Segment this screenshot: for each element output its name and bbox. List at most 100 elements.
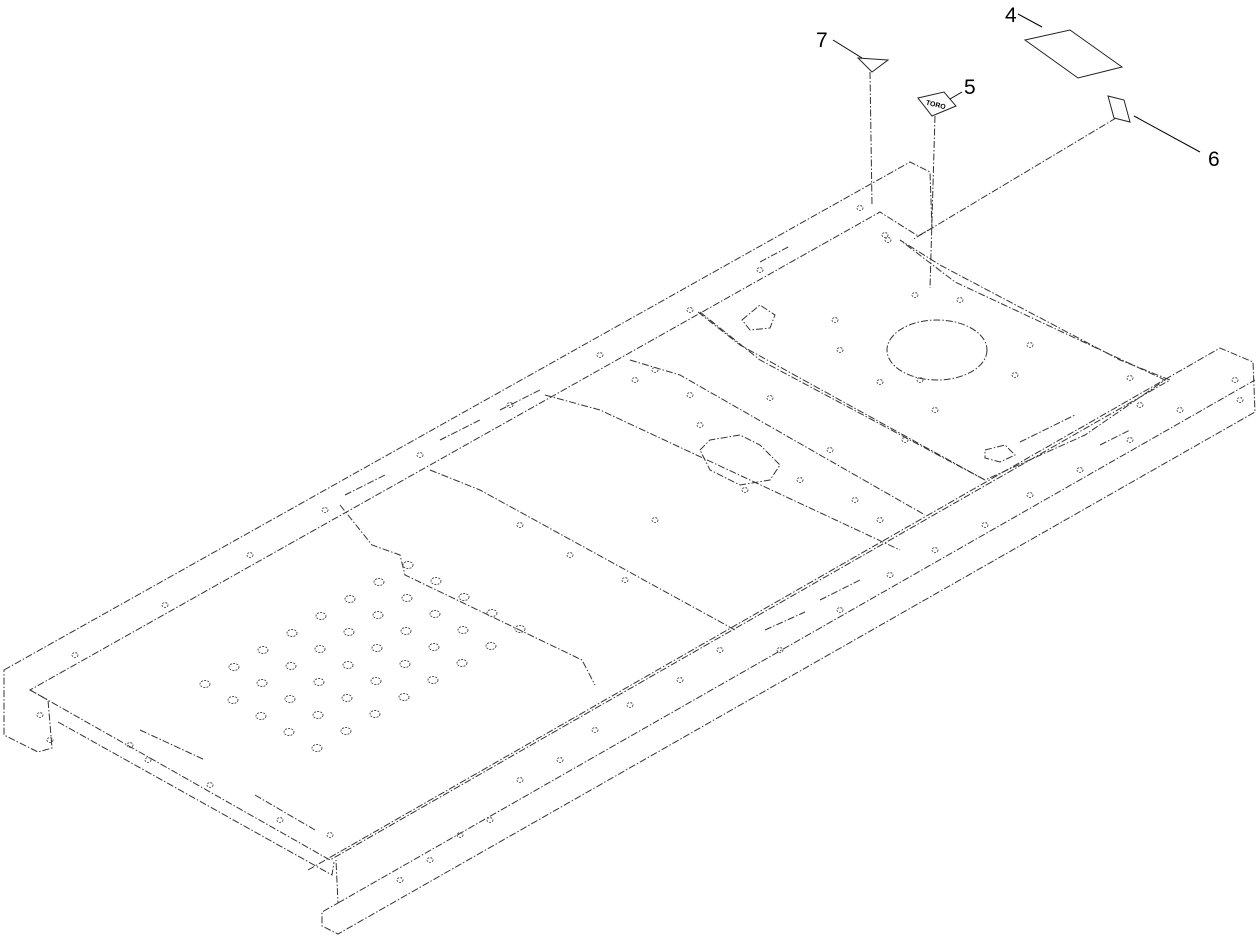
mounting-hole [1126, 437, 1134, 443]
decal-5: TORO [917, 91, 957, 117]
floor-hole [401, 594, 413, 602]
floor-hole [457, 626, 469, 634]
mounting-hole [676, 677, 684, 683]
bottom-rail-lower-edge [337, 379, 1256, 904]
top-side-rail [3, 161, 933, 753]
floor-hole [372, 611, 384, 619]
front-right-cutout [984, 444, 1016, 463]
floor-hole [370, 677, 382, 685]
mounting-hole [766, 395, 774, 401]
mounting-hole [426, 857, 434, 863]
mounting-hole [206, 782, 214, 788]
floor-hole [371, 644, 383, 652]
mounting-hole [916, 377, 924, 383]
floor-hole [315, 612, 327, 620]
top-rail-slot-3 [344, 474, 386, 496]
mounting-hole [46, 737, 54, 743]
mounting-hole [796, 477, 804, 483]
mounting-hole [876, 379, 884, 385]
mounting-hole [851, 497, 859, 503]
top-rail-slot-1 [759, 245, 791, 263]
floor-hole [312, 711, 324, 719]
floor-hole [428, 643, 440, 651]
mounting-hole [1236, 397, 1244, 403]
callout-6: 6 [1208, 148, 1220, 171]
large-round-cutout [886, 319, 988, 381]
mounting-hole [321, 507, 329, 513]
mounting-hole [36, 712, 44, 718]
top-rail-slot-4 [439, 419, 481, 441]
mounting-hole [981, 522, 989, 528]
floor-hole [340, 727, 352, 735]
mounting-hole [884, 237, 892, 243]
mounting-hole [886, 572, 894, 578]
bottom-rail-slot-3 [1019, 414, 1076, 443]
mounting-hole [931, 547, 939, 553]
mounting-hole [626, 702, 634, 708]
leader-5 [949, 91, 963, 100]
mounting-hole [126, 742, 134, 748]
mounting-hole [71, 652, 79, 658]
mounting-hole [931, 407, 939, 413]
floor-hole [313, 678, 325, 686]
floor-hole [373, 578, 385, 586]
mounting-hole [516, 522, 524, 528]
decal-5-plate [917, 91, 957, 117]
floor-hole [399, 660, 411, 668]
mounting-hole [1136, 402, 1144, 408]
floor-hole [344, 595, 356, 603]
cross-member-4 [629, 359, 926, 516]
decal-6 [1107, 95, 1131, 123]
leader-6 [1133, 115, 1201, 153]
cross-member-5 [697, 311, 986, 481]
bottom-rail-slot-1 [819, 579, 861, 601]
mounting-hole [956, 297, 964, 303]
frame-mounting-holes [36, 205, 1244, 883]
mounting-hole [566, 552, 574, 558]
floor-hole-pattern [199, 561, 526, 752]
callout-4: 4 [1005, 4, 1017, 27]
mounting-hole [651, 517, 659, 523]
mounting-hole [396, 877, 404, 883]
floor-hole [429, 610, 441, 618]
mounting-hole [716, 647, 724, 653]
bottom-rail-slot-4 [1099, 429, 1131, 446]
floor-hole [342, 661, 354, 669]
mounting-hole [881, 232, 889, 238]
mounting-hole [506, 402, 514, 408]
floor-hole [255, 712, 267, 720]
mounting-hole [856, 205, 864, 211]
mounting-hole [1231, 377, 1239, 383]
front-left-cutout [741, 304, 776, 331]
mounting-hole [836, 607, 844, 613]
top-rail-slot-2 [499, 389, 541, 411]
floor-hole [427, 676, 439, 684]
mounting-hole [1011, 372, 1019, 378]
mounting-hole [831, 317, 839, 323]
callout-5: 5 [964, 76, 976, 99]
rear-rail-flange [57, 721, 335, 876]
cross-member-3 [544, 394, 901, 551]
mounting-hole [1076, 467, 1084, 473]
mounting-hole [456, 832, 464, 838]
floor-hole [486, 609, 498, 617]
mounting-hole [686, 392, 694, 398]
floor-hole [402, 561, 414, 569]
bottom-rail-slot-2 [764, 611, 806, 631]
mounting-hole [556, 757, 564, 763]
floor-hole [227, 696, 239, 704]
mounting-hole [246, 552, 254, 558]
front-deck-plate [699, 239, 1167, 481]
floor-hole [256, 679, 268, 687]
floor-hole [314, 645, 326, 653]
mounting-hole [144, 757, 152, 763]
mounting-hole [416, 452, 424, 458]
mounting-hole [1026, 342, 1034, 348]
floor-hole [286, 629, 298, 637]
mounting-hole [776, 647, 784, 653]
floor-hole [369, 710, 381, 718]
floor-hole [400, 627, 412, 635]
mounting-hole [1026, 492, 1034, 498]
mounting-hole [161, 602, 169, 608]
